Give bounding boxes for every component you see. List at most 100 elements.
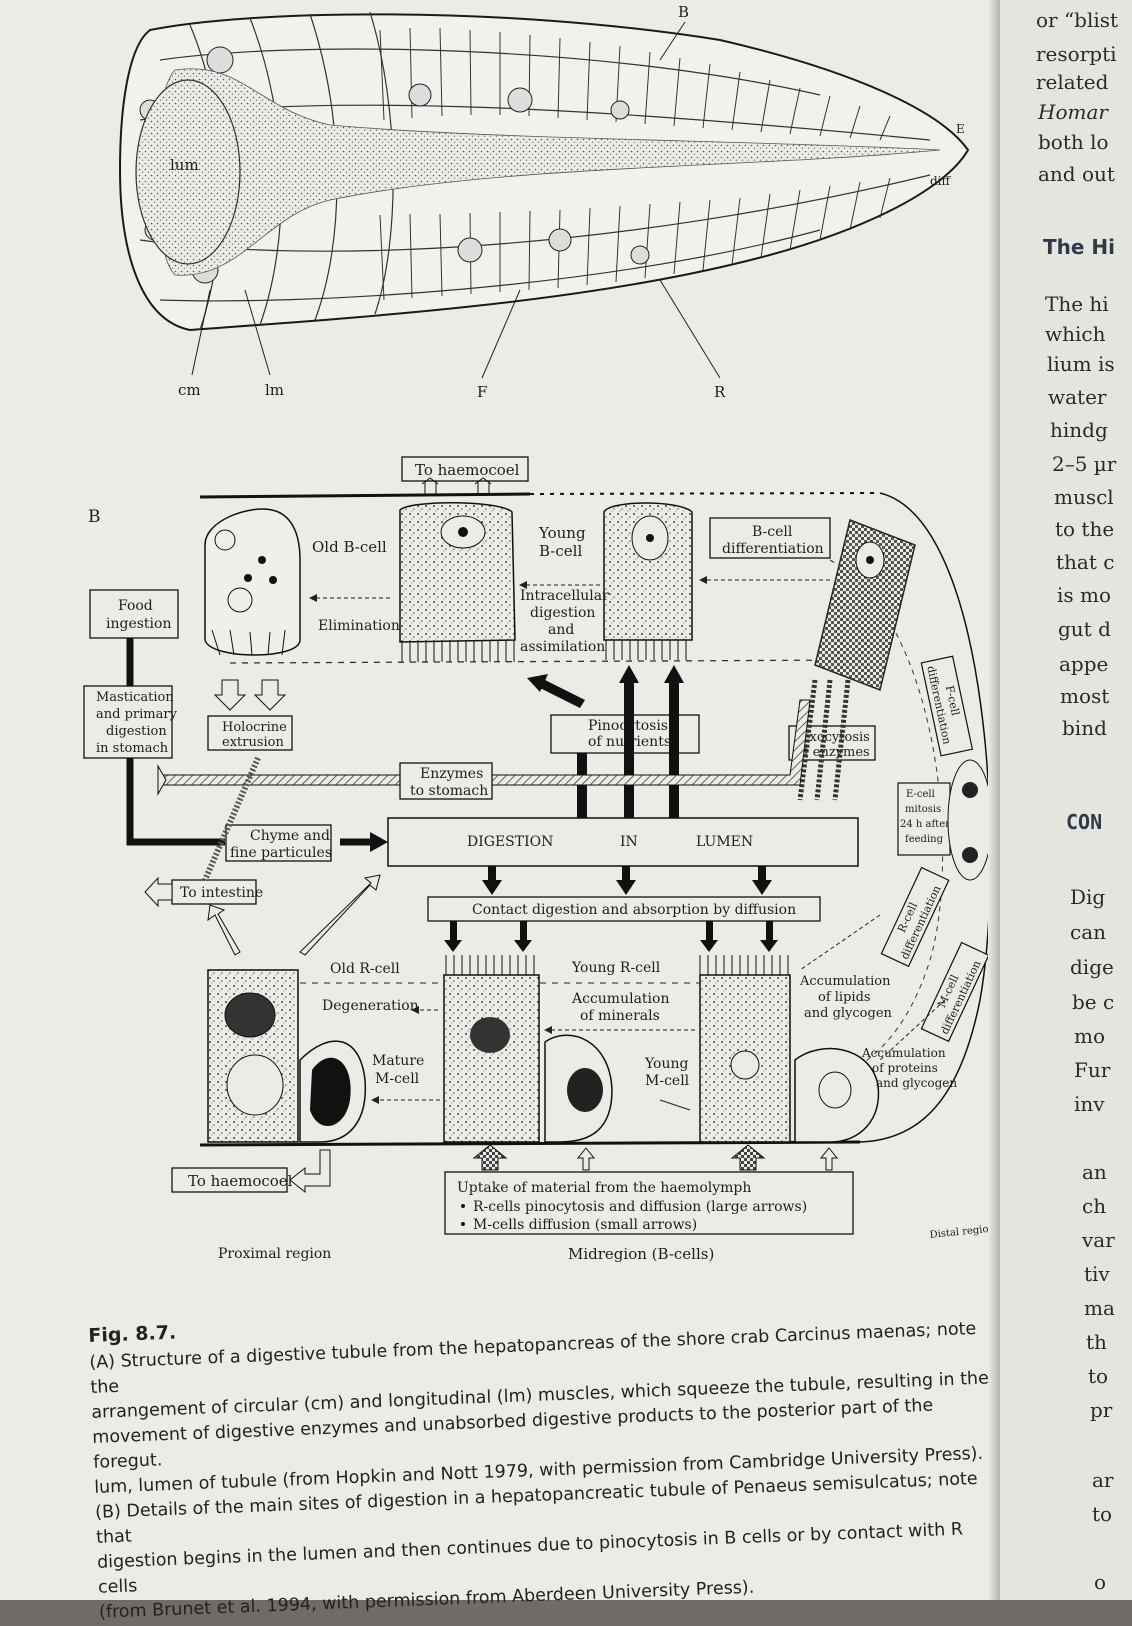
degeneration-label: Degeneration: [322, 998, 419, 1014]
to-haemocoel-top: To haemocoel: [415, 461, 520, 479]
right-line: is mo: [1057, 583, 1112, 607]
r-cell-accumulating: [699, 974, 791, 1143]
figure-8-7: lum diff E B cm lm F R B To haemocoel: [83, 3, 996, 1263]
intracellular-4: assimilation: [520, 639, 605, 655]
food-ingestion-1: Food: [118, 598, 153, 614]
proximal-region: Proximal region: [218, 1246, 331, 1262]
uptake-bullet-1: R-cells pinocytosis and diffusion (large…: [473, 1199, 807, 1215]
digestion-label: DIGESTION: [467, 834, 553, 850]
midregion: Midregion (B-cells): [568, 1245, 714, 1263]
right-line: o: [1094, 1570, 1107, 1594]
right-heading-1: The Hi: [1043, 235, 1116, 259]
young-b-cell-label-2: B-cell: [539, 542, 582, 560]
chyme-2: fine particules: [230, 845, 332, 861]
right-line: tiv: [1084, 1262, 1110, 1286]
right-line: ma: [1084, 1296, 1115, 1320]
b-cell-diff-box: [709, 517, 831, 559]
label-lm: lm: [265, 381, 284, 399]
figure-a-tubule: lum diff E B cm lm F R: [118, 3, 970, 401]
right-line: dige: [1070, 955, 1114, 979]
right-line: lium is: [1047, 352, 1115, 376]
old-r-cell-label: Old R-cell: [330, 961, 400, 977]
right-line: Homar: [1038, 100, 1108, 124]
acc-lipids-3: and glycogen: [804, 1006, 893, 1021]
label-lum: lum: [170, 156, 199, 174]
young-r-cell-label: Young R-cell: [571, 960, 661, 976]
holocrine-1: Holocrine: [222, 720, 287, 735]
right-line: that c: [1056, 550, 1115, 574]
right-line: which: [1045, 322, 1106, 346]
food-ingestion-2: ingestion: [106, 616, 171, 632]
mature-m-2: M-cell: [375, 1071, 420, 1087]
holocrine-box: [207, 715, 293, 751]
right-line: appe: [1059, 652, 1109, 676]
mature-m-1: Mature: [372, 1053, 424, 1069]
intracellular-1: Intracellular: [520, 588, 609, 604]
right-line: be c: [1072, 990, 1115, 1014]
distal-region: Distal region: [929, 1223, 996, 1241]
right-line: resorpti: [1036, 42, 1117, 66]
enzymes-1: Enzymes: [420, 766, 483, 782]
mastication-4: in stomach: [96, 741, 169, 756]
exocytosis-1: Exocytosis: [800, 730, 870, 745]
exocytosis-2: of enzymes: [796, 745, 870, 760]
right-line: pr: [1090, 1398, 1113, 1422]
label-f: F: [477, 383, 487, 401]
book-page-right: or “blist resorpti related Homar both lo…: [1000, 0, 1132, 1600]
right-line: Fur: [1074, 1058, 1111, 1082]
right-line: ch: [1082, 1194, 1107, 1218]
right-line: both lo: [1038, 130, 1109, 154]
uptake-title: Uptake of material from the haemolymph: [457, 1180, 751, 1196]
acc-lipids-2: of lipids: [818, 990, 871, 1005]
label-diff: diff: [930, 174, 952, 188]
right-line: muscl: [1054, 485, 1114, 509]
contact-digestion: Contact digestion and absorption by diff…: [472, 902, 796, 918]
right-line: mo: [1074, 1024, 1106, 1048]
b-cell-assimilating: [399, 502, 516, 643]
food-ingestion-box: [89, 589, 179, 639]
right-line: water: [1048, 385, 1107, 409]
intracellular-3: and: [548, 622, 574, 638]
uptake-box: [444, 1171, 854, 1235]
right-heading-2: CON: [1066, 810, 1103, 834]
enzymes-box: [399, 762, 493, 800]
book-page-left: lum diff E B cm lm F R B To haemocoel: [0, 0, 1000, 1623]
right-line: to the: [1055, 517, 1115, 541]
right-line: ar: [1092, 1468, 1114, 1492]
right-line: and out: [1038, 162, 1115, 186]
e-cell-3: 24 h after: [900, 819, 950, 830]
mastication-1: Mastication: [96, 690, 174, 705]
right-line: inv: [1074, 1092, 1105, 1116]
uptake-bullet-2: M-cells diffusion (small arrows): [473, 1217, 697, 1233]
to-intestine-box: [171, 879, 257, 905]
right-line: related: [1036, 70, 1109, 94]
young-m-2: M-cell: [645, 1073, 690, 1089]
right-line: can: [1070, 920, 1107, 944]
young-m-1: Young: [644, 1056, 688, 1072]
acc-proteins-3: and glycogen: [876, 1076, 957, 1090]
f-cell: [814, 518, 916, 692]
right-line: to: [1092, 1502, 1113, 1526]
right-line: bind: [1062, 716, 1107, 740]
right-line: an: [1082, 1160, 1107, 1184]
young-b-cell: [603, 502, 693, 641]
e-cell-1: E-cell: [906, 789, 935, 800]
to-haemocoel-top-box: [401, 456, 529, 482]
right-line: 2–5 µr: [1052, 452, 1117, 476]
to-intestine: To intestine: [180, 885, 263, 901]
right-line: or “blist: [1036, 8, 1119, 32]
mastication-2: and primary: [96, 707, 178, 722]
young-r-cell: [443, 974, 540, 1143]
acc-proteins-2: of proteins: [872, 1061, 938, 1075]
chyme-1: Chyme and: [250, 828, 330, 844]
old-b-cell-label: Old B-cell: [312, 538, 387, 556]
f-cell-diff-1: F-cell: [943, 684, 962, 717]
right-line: most: [1060, 684, 1110, 708]
right-line: hindg: [1050, 418, 1108, 442]
right-line: th: [1086, 1330, 1107, 1354]
label-e: E: [956, 122, 965, 136]
figure-caption: Fig. 8.7. (A) Structure of a digestive t…: [88, 1290, 999, 1625]
digestion-in-lumen-box: [387, 817, 859, 867]
acc-proteins-1: Accumulation: [861, 1046, 946, 1060]
panel-label-b: B: [88, 507, 101, 527]
